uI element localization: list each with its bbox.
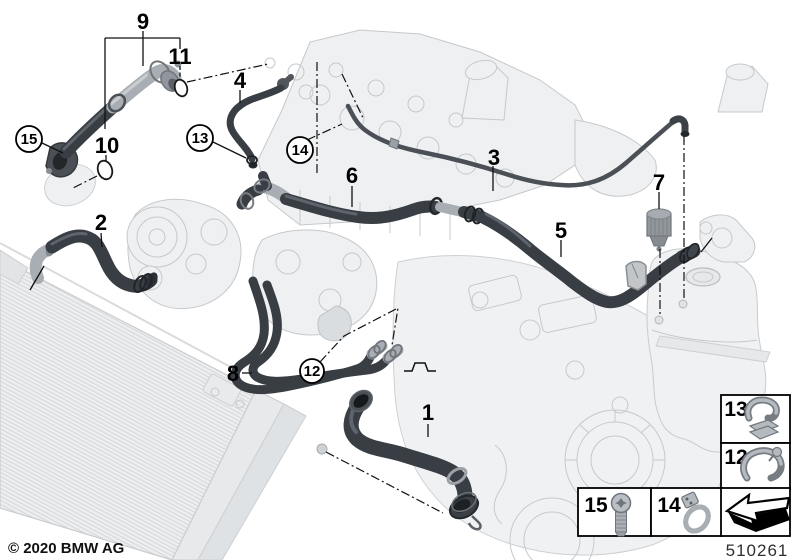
- legend-item-15[interactable]: 15: [577, 487, 652, 537]
- svg-text:15: 15: [584, 494, 608, 517]
- callout-14[interactable]: 14: [286, 136, 314, 164]
- water-pump: [699, 214, 756, 263]
- legend-item-14[interactable]: 14: [650, 487, 723, 538]
- transmission: [392, 255, 731, 560]
- hose-clamp-icon: [681, 491, 711, 534]
- svg-text:14: 14: [292, 142, 309, 159]
- hose-retaining-clip: [625, 260, 647, 291]
- callout-9[interactable]: 9: [137, 9, 149, 34]
- callout-4[interactable]: 4: [234, 68, 247, 93]
- tank-port-nipple: [678, 299, 688, 309]
- radiator-port-nipple: [316, 443, 328, 455]
- connection-symbol: [404, 362, 436, 372]
- coolant-pipe-9: [45, 60, 182, 178]
- o-ring-10: [96, 159, 114, 181]
- leader-lines: [29, 31, 685, 514]
- callout-3[interactable]: 3: [488, 145, 500, 170]
- callout-13[interactable]: 13: [186, 124, 214, 152]
- callouts: 1 2 3 4 5 6 7 8 9 10 11 12 13 14 15: [15, 9, 665, 425]
- direction-arrow-icon: [724, 492, 791, 532]
- o-ring-11: [173, 78, 189, 98]
- diagram-number: 510261: [726, 541, 789, 560]
- tank-cap: [685, 267, 721, 287]
- callout-6[interactable]: 6: [346, 163, 358, 188]
- callout-15[interactable]: 15: [15, 125, 43, 153]
- callout-5[interactable]: 5: [555, 218, 567, 243]
- vent-valve-7: [646, 208, 672, 252]
- thermostat-housing: [252, 229, 378, 342]
- svg-text:13: 13: [724, 398, 747, 421]
- coolant-hose-1: [343, 389, 482, 531]
- callout-7[interactable]: 7: [653, 170, 665, 195]
- callout-1[interactable]: 1: [422, 400, 434, 425]
- svg-text:14: 14: [657, 494, 681, 517]
- copyright-notice: © 2020 BMW AG: [8, 540, 124, 557]
- heater-hoses-8: [230, 276, 404, 395]
- callout-10[interactable]: 10: [95, 133, 119, 158]
- vent-pipe-3: [345, 103, 690, 188]
- callout-11[interactable]: 11: [168, 44, 191, 69]
- svg-text:13: 13: [192, 130, 209, 147]
- legend: 13 12 15: [577, 394, 791, 538]
- svg-text:15: 15: [21, 131, 38, 148]
- callout-8[interactable]: 8: [227, 361, 239, 386]
- legend-item-13[interactable]: 13: [720, 394, 791, 444]
- spring-band-clamp-icon: [740, 446, 785, 482]
- callout-2[interactable]: 2: [95, 210, 107, 235]
- radiator: [0, 163, 328, 560]
- coolant-hose-4: [226, 74, 294, 169]
- torx-screw-icon: [610, 492, 632, 537]
- radiator-hose-2: [29, 229, 158, 293]
- legend-item-arrow[interactable]: [720, 487, 791, 537]
- tank-port-nipple: [654, 315, 664, 325]
- retaining-clip-icon: [744, 396, 780, 440]
- svg-text:12: 12: [304, 363, 321, 380]
- belt-pulley-unit: [126, 198, 242, 310]
- callout-12[interactable]: 12: [299, 358, 325, 384]
- legend-item-12[interactable]: 12: [720, 442, 791, 490]
